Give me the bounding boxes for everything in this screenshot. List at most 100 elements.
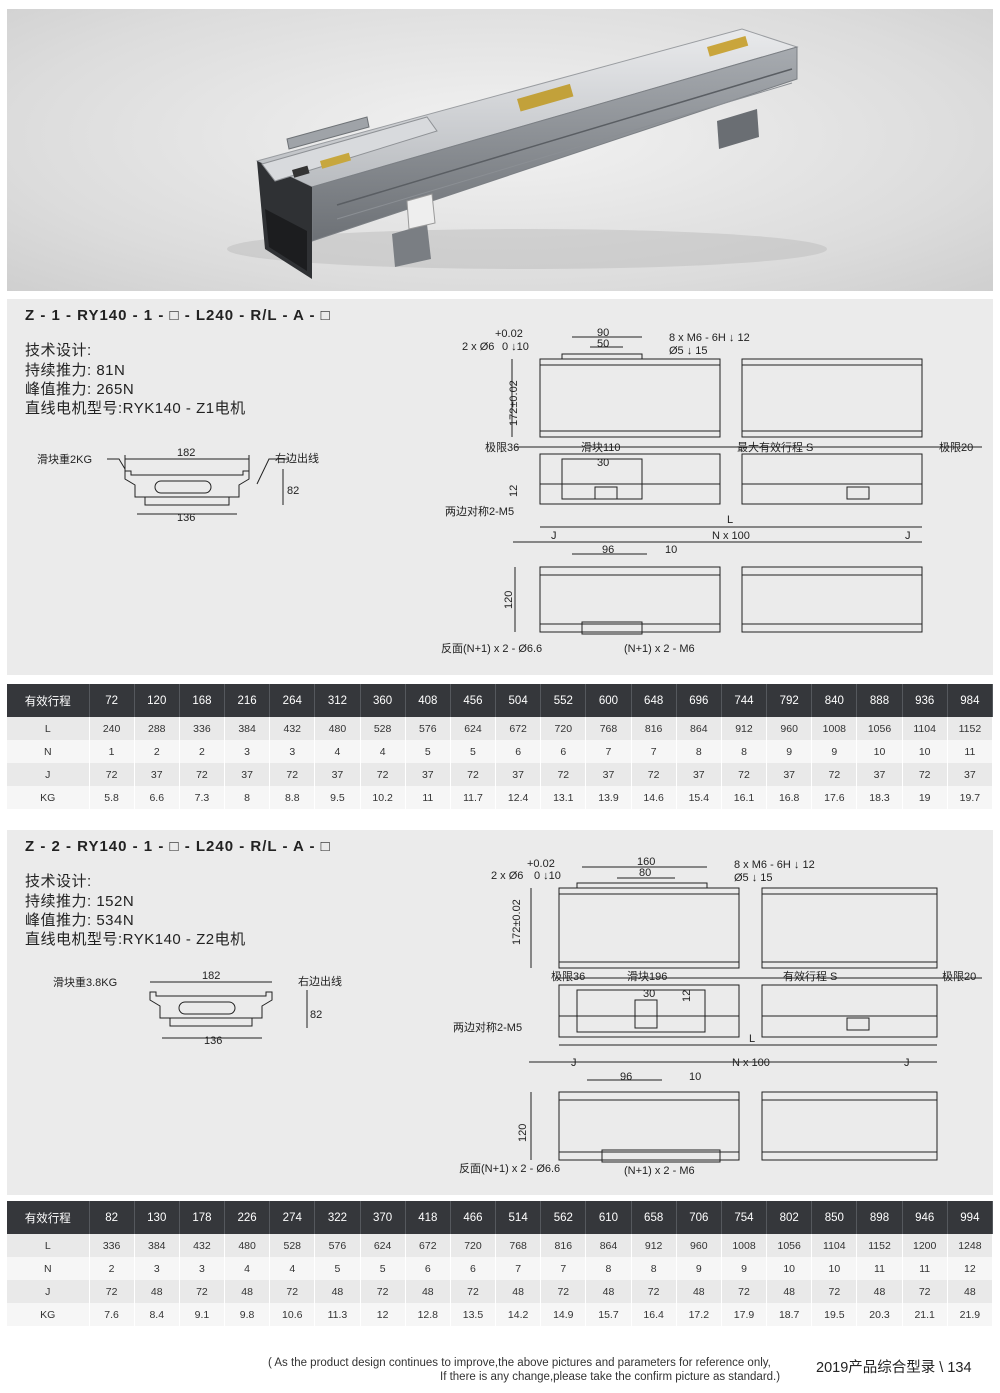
table-cell: 9 xyxy=(676,1257,722,1280)
stroke-header-cell: 466 xyxy=(450,1201,497,1234)
table-cell: 912 xyxy=(721,717,768,740)
table-cell: 480 xyxy=(224,1234,271,1257)
table-cell: 37 xyxy=(405,763,451,786)
tol-zero: 0 ↓10 xyxy=(534,870,561,882)
table-cell: 912 xyxy=(631,1234,677,1257)
table-cell: 21.1 xyxy=(902,1303,948,1326)
table-cell: 960 xyxy=(676,1234,722,1257)
table-cell: 13.9 xyxy=(585,786,632,809)
dim-96: 96 xyxy=(620,1071,632,1083)
table-cell: 3 xyxy=(224,740,271,763)
dim-30: 30 xyxy=(597,457,609,469)
table-cell: 72 xyxy=(902,1280,948,1303)
table-cell: 6 xyxy=(450,1257,497,1280)
max-stroke: 最大有效行程 S xyxy=(737,440,813,454)
table-cell: 72 xyxy=(450,763,497,786)
table-cell: 72 xyxy=(269,763,316,786)
table-cell: 816 xyxy=(540,1234,587,1257)
product-photo xyxy=(7,9,993,291)
table-cell: 37 xyxy=(676,763,722,786)
table-cell: 1056 xyxy=(856,717,903,740)
table-cell: 2 xyxy=(179,740,226,763)
stroke-header-cell: 658 xyxy=(631,1201,677,1234)
table-cell: 240 xyxy=(89,717,135,740)
label-right-outlet: 右边出线 xyxy=(298,974,342,988)
limit-20: 极限20 xyxy=(939,440,973,454)
table-cell: 1 xyxy=(89,740,135,763)
table-cell: 9.5 xyxy=(314,786,361,809)
table-cell: 672 xyxy=(405,1234,451,1257)
table-cell: 1104 xyxy=(902,717,948,740)
limit-20: 极限20 xyxy=(942,969,976,983)
hole-2x6: 2 x Ø6 xyxy=(491,870,523,882)
table-cell: 864 xyxy=(676,717,722,740)
table-cell: 1008 xyxy=(811,717,858,740)
limit-36: 极限36 xyxy=(485,440,519,454)
table-cell: 528 xyxy=(269,1234,316,1257)
slider-length: 滑块196 xyxy=(627,970,667,983)
table-cell: 72 xyxy=(721,763,768,786)
slider-length: 滑块110 xyxy=(581,441,621,454)
table-cell: 16.8 xyxy=(766,786,813,809)
stroke-header-cell: 360 xyxy=(360,684,406,717)
thread-8x: 8 x M6 - 6H ↓ 12 xyxy=(669,332,750,344)
table-cell: 72 xyxy=(811,763,858,786)
model-section-1: Z - 1 - RY140 - 1 - □ - L240 - R/L - A -… xyxy=(7,299,993,675)
tol-plus: +0.02 xyxy=(527,858,555,870)
stroke-header-cell: 130 xyxy=(134,1201,180,1234)
dim-120: 120 xyxy=(517,1124,529,1142)
table-cell: 720 xyxy=(450,1234,497,1257)
table-cell: 1008 xyxy=(721,1234,768,1257)
tol-plus: +0.02 xyxy=(495,328,523,340)
hole-2x6: 2 x Ø6 xyxy=(462,341,494,353)
stroke-header-cell: 418 xyxy=(405,1201,451,1234)
dim-10: 10 xyxy=(665,544,677,556)
table-cell: 72 xyxy=(540,763,587,786)
table-cell: 8 xyxy=(224,786,271,809)
table-cell: 14.6 xyxy=(631,786,677,809)
stroke-header-cell: 754 xyxy=(721,1201,768,1234)
back-holes: 反面(N+1) x 2 - Ø6.6 xyxy=(459,1162,560,1175)
table-cell: 10 xyxy=(766,1257,813,1280)
spec-continuous-thrust: 持续推力: 152N xyxy=(25,893,135,910)
table-cell: 72 xyxy=(360,763,406,786)
table-cell: 6 xyxy=(495,740,542,763)
stroke-header-cell: 168 xyxy=(179,684,226,717)
spec-motor-model: 直线电机型号:RYK140 - Z1电机 xyxy=(25,400,246,417)
table-cell: 72 xyxy=(631,763,677,786)
stroke-header-cell: 72 xyxy=(89,684,135,717)
table-cell: 10 xyxy=(856,740,903,763)
stroke-header-cell: 562 xyxy=(540,1201,587,1234)
table-cell: 15.4 xyxy=(676,786,722,809)
stroke-header-cell: 984 xyxy=(947,684,994,717)
table-cell: 2 xyxy=(89,1257,135,1280)
table-cell: 37 xyxy=(856,763,903,786)
disclaimer-note: ( As the product design continues to imp… xyxy=(268,1356,780,1384)
table-cell: 7.6 xyxy=(89,1303,135,1326)
stroke-header-cell: 802 xyxy=(766,1201,813,1234)
table-cell: 17.6 xyxy=(811,786,858,809)
table-cell: 72 xyxy=(89,763,135,786)
stroke-header-cell: 936 xyxy=(902,684,948,717)
stroke-header-cell: 610 xyxy=(585,1201,632,1234)
dim-12: 12 xyxy=(681,990,693,1002)
dim-30: 30 xyxy=(643,988,655,1000)
table-cell: 6 xyxy=(540,740,587,763)
table-cell: 4 xyxy=(314,740,361,763)
table-cell: 20.3 xyxy=(856,1303,903,1326)
table-cell: 11 xyxy=(902,1257,948,1280)
table-cell: 48 xyxy=(585,1280,632,1303)
disclaimer-line-2: If there is any change,please take the c… xyxy=(440,1371,781,1383)
table-cell: 18.3 xyxy=(856,786,903,809)
J-left: J xyxy=(551,530,557,542)
table-cell: 1104 xyxy=(811,1234,858,1257)
table-cell: 72 xyxy=(269,1280,316,1303)
stroke-header-cell: 744 xyxy=(721,684,768,717)
table-cell: 9.8 xyxy=(224,1303,271,1326)
stroke-header-cell: 120 xyxy=(134,684,180,717)
m6-holes: (N+1) x 2 - M6 xyxy=(624,643,695,655)
